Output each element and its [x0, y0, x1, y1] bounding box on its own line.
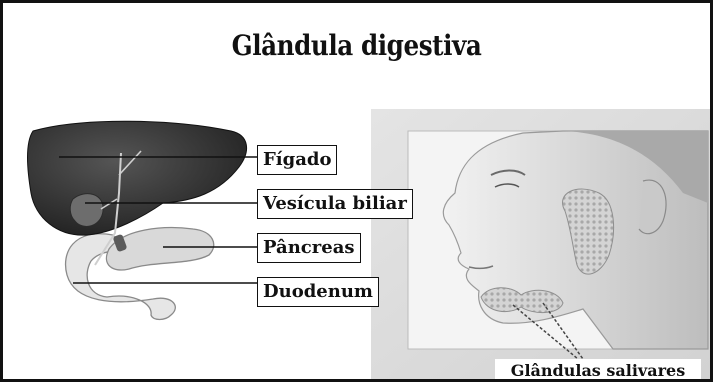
label-duodenum: Duodenum [257, 277, 379, 307]
label-figado: Fígado [257, 145, 337, 175]
gallbladder-shape [70, 194, 103, 227]
digestive-organs [28, 121, 260, 319]
label-pancreas: Pâncreas [257, 233, 361, 263]
liver-shape [28, 121, 247, 235]
label-glandulas-salivares: Glândulas salivares [495, 359, 701, 382]
label-vesicula-biliar: Vesícula biliar [257, 189, 413, 219]
head-panel [371, 109, 710, 379]
